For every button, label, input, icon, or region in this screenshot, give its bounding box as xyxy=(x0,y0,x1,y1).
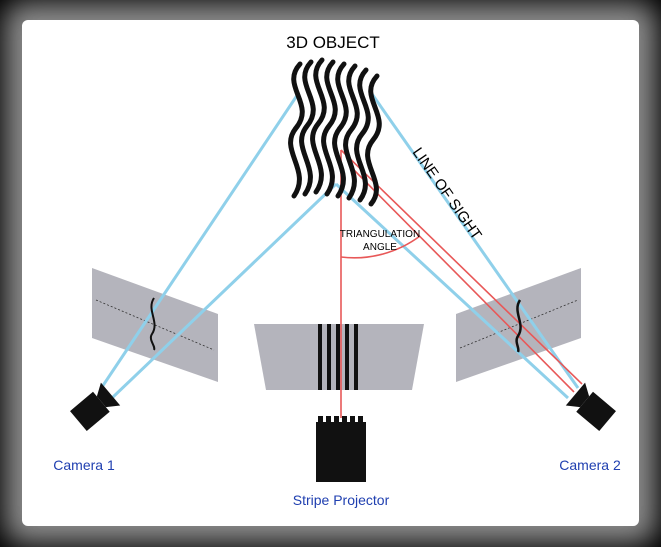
pattern-stripe-1 xyxy=(318,324,322,390)
camera2-sight-ray-top xyxy=(370,93,580,389)
camera1-label: Camera 1 xyxy=(53,457,115,473)
triangulation-label-line2: ANGLE xyxy=(363,242,397,253)
camera1-sight-ray-bottom xyxy=(110,182,338,400)
object-title: 3D OBJECT xyxy=(286,33,380,52)
projector-label: Stripe Projector xyxy=(293,492,390,508)
camera1-captured-stripe xyxy=(149,297,156,351)
projector-to-camera2-ray-a xyxy=(340,149,583,385)
object-stripe-1 xyxy=(288,61,305,199)
camera2-plane-axis xyxy=(459,299,579,349)
triangulation-label-line1: TRIANGULATION xyxy=(340,229,420,240)
stripe-projector-device xyxy=(316,416,366,482)
projector-body xyxy=(316,422,366,482)
pattern-stripe-2 xyxy=(327,324,331,390)
object-stripe-4 xyxy=(321,59,338,197)
projector-to-camera2-ray-b xyxy=(351,167,575,393)
camera1-body xyxy=(70,391,110,432)
pattern-stripe-5 xyxy=(354,324,358,390)
camera2-body xyxy=(576,391,616,432)
camera1-sight-ray-top xyxy=(100,93,300,388)
camera2-lens xyxy=(565,382,590,408)
pattern-stripe-3 xyxy=(336,324,340,390)
object-stripe-6 xyxy=(343,63,360,201)
projector-lens-4 xyxy=(342,416,347,424)
camera2-label: Camera 2 xyxy=(559,457,621,473)
camera1-device xyxy=(70,382,121,432)
projector-lens-6 xyxy=(358,416,363,424)
projector-lens-1 xyxy=(318,416,323,424)
3d-object-stripes xyxy=(288,57,382,207)
projector-lens-2 xyxy=(326,416,331,424)
object-stripe-5 xyxy=(332,61,349,199)
object-stripe-7 xyxy=(354,67,371,203)
camera2-device xyxy=(565,382,616,432)
camera2-captured-stripe xyxy=(515,299,522,353)
projector-lens-5 xyxy=(350,416,355,424)
triangulation-angle-arc xyxy=(340,235,421,259)
object-stripe-2 xyxy=(299,59,316,197)
object-stripe-3 xyxy=(310,57,327,195)
object-stripe-8 xyxy=(365,73,382,207)
camera2-sight-ray-bottom xyxy=(334,182,570,400)
camera1-lens xyxy=(96,382,121,408)
projector-pattern-stripes xyxy=(318,324,358,390)
projector-lens-3 xyxy=(334,416,339,424)
camera2-image-plane xyxy=(456,268,581,382)
pattern-stripe-4 xyxy=(345,324,349,390)
